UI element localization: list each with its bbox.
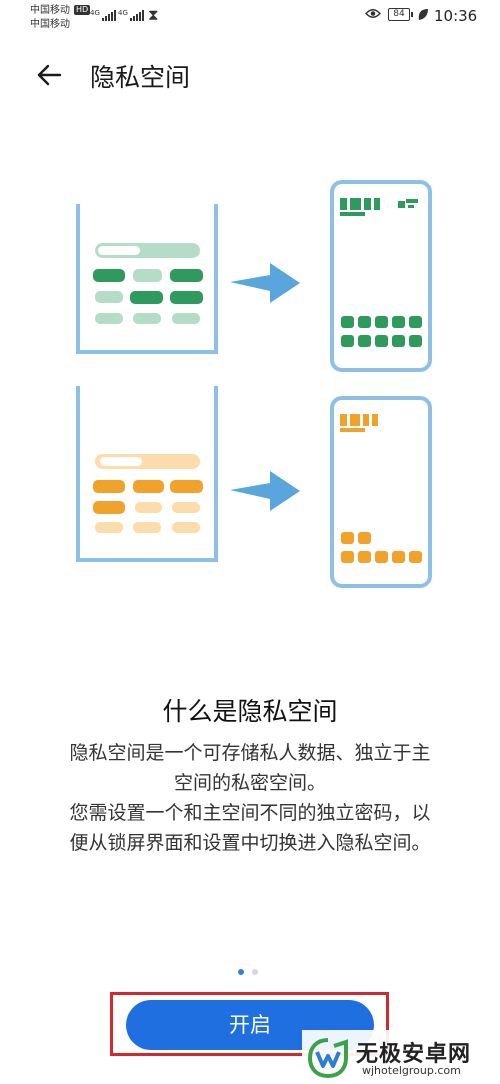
green-panel-illustration (76, 204, 218, 354)
page-title: 隐私空间 (90, 63, 191, 92)
watermark-logo-icon (307, 1038, 348, 1079)
description: 隐私空间是一个可存储私人数据、独立于主 空间的私密空间。 您需设置一个和主空间不… (36, 738, 464, 858)
hourglass-icon: ⧗ (148, 6, 159, 24)
battery-icon: 84 (388, 8, 413, 21)
hd-badge: HD (74, 5, 91, 15)
signal-icon: 4G (118, 9, 144, 21)
description-line: 空间的私密空间。 (173, 772, 326, 794)
carrier-label-1: 中国移动 (30, 5, 70, 16)
description-line: 便从锁屏界面和设置中切换进入隐私空间。 (69, 832, 431, 854)
watermark-name: 无极安卓网 (356, 1042, 472, 1067)
green-phone-illustration (330, 180, 432, 372)
orange-phone-illustration (330, 396, 432, 588)
orange-panel-illustration (76, 386, 218, 562)
description-line: 隐私空间是一个可存储私人数据、独立于主 (69, 742, 431, 764)
page-dot[interactable] (252, 969, 258, 975)
carrier-label-2: 中国移动 (30, 19, 70, 30)
watermark-url: wjhotelgroup.com (362, 1064, 461, 1077)
page-dot-active[interactable] (238, 969, 244, 975)
arrow-right-icon (230, 263, 300, 303)
arrow-right-icon (230, 471, 300, 511)
privacy-space-illustration (76, 180, 432, 588)
eye-icon (365, 9, 381, 18)
app-header: 隐私空间 (0, 50, 500, 100)
back-arrow-icon[interactable] (34, 60, 64, 90)
watermark: 无极安卓网 wjhotelgroup.com (302, 1030, 500, 1084)
section-heading: 什么是隐私空间 (162, 697, 338, 726)
page-indicator (238, 969, 258, 975)
description-line: 您需设置一个和主空间不同的独立密码，以 (69, 802, 431, 824)
status-time: 10:36 (434, 7, 478, 25)
leaf-icon (418, 9, 428, 20)
highlight-box (110, 992, 389, 1056)
status-bar: 中国移动 中国移动 HD 4G 4G ⧗ 84 10:36 (0, 0, 500, 36)
signal-icon: 4G (90, 9, 116, 21)
